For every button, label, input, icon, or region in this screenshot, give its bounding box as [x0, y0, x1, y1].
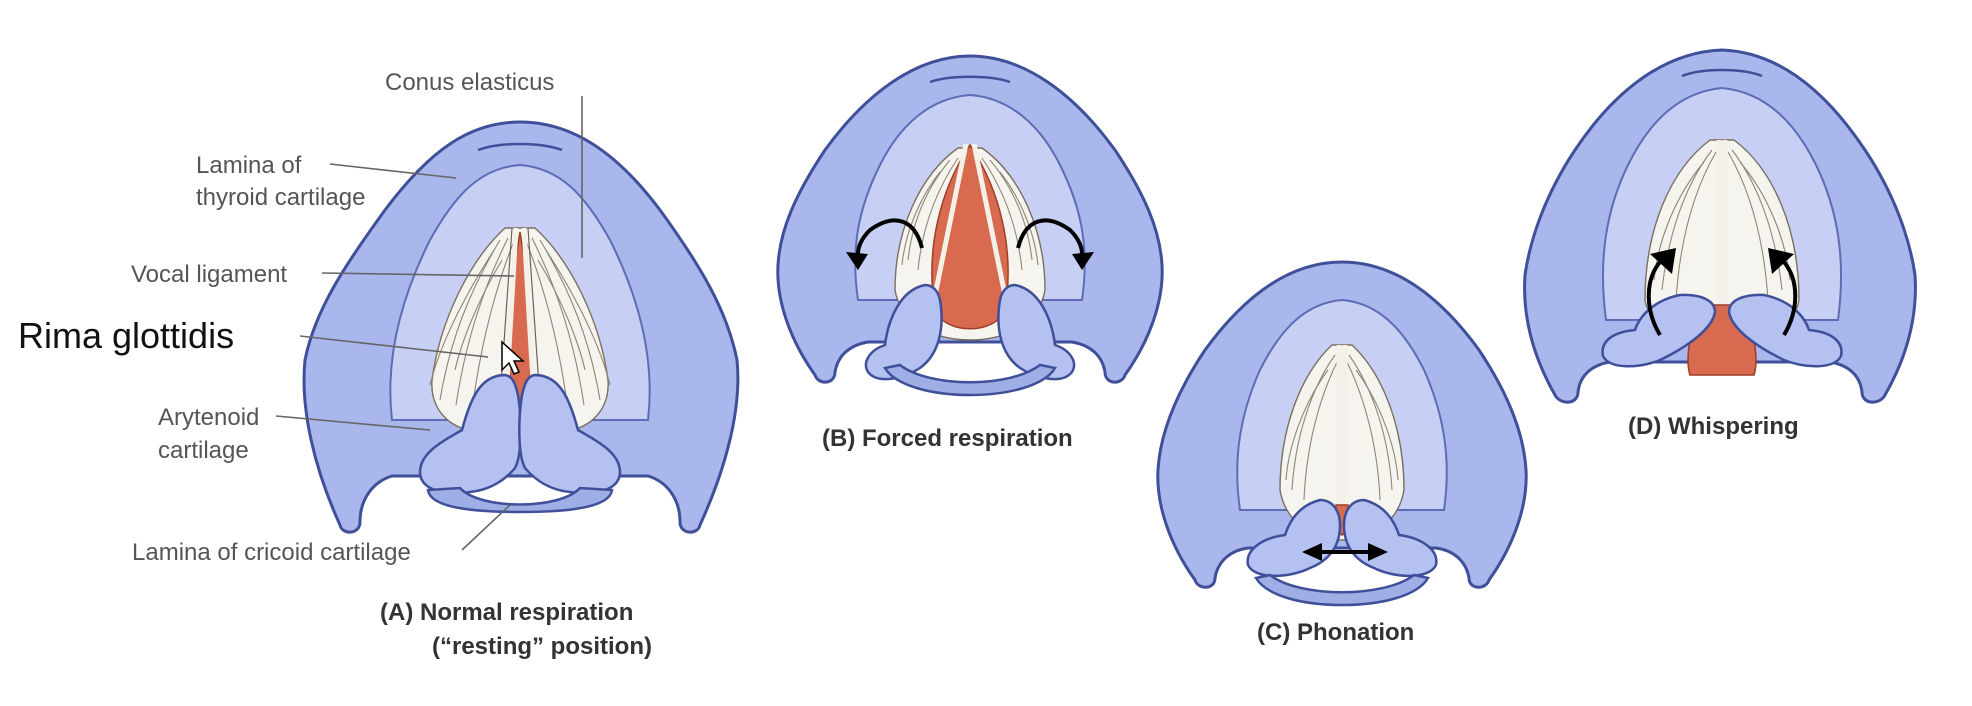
larynx-normal-respiration	[302, 120, 740, 534]
label-vocal-ligament: Vocal ligament	[131, 261, 287, 288]
caption-d: (D) Whispering	[1628, 413, 1799, 440]
label-conus-elasticus: Conus elasticus	[385, 69, 554, 96]
mouse-cursor-icon	[501, 340, 525, 375]
label-arytenoid-line1: Arytenoid	[158, 404, 259, 431]
label-rima-glottidis: Rima glottidis	[18, 315, 234, 356]
larynx-phonation	[1156, 260, 1528, 607]
caption-c: (C) Phonation	[1257, 619, 1414, 646]
label-lamina-thyroid-line1: Lamina of	[196, 152, 302, 179]
caption-a-line2: (“resting” position)	[432, 633, 652, 660]
caption-b: (B) Forced respiration	[822, 425, 1073, 452]
caption-a-line1: (A) Normal respiration	[380, 599, 633, 626]
leader-lines	[275, 96, 583, 551]
label-lamina-thyroid-line2: thyroid cartilage	[196, 184, 365, 211]
larynx-forced-respiration	[776, 54, 1164, 397]
label-arytenoid-line2: cartilage	[158, 437, 249, 464]
larynx-whispering	[1523, 48, 1917, 404]
label-lamina-cricoid: Lamina of cricoid cartilage	[132, 539, 411, 566]
